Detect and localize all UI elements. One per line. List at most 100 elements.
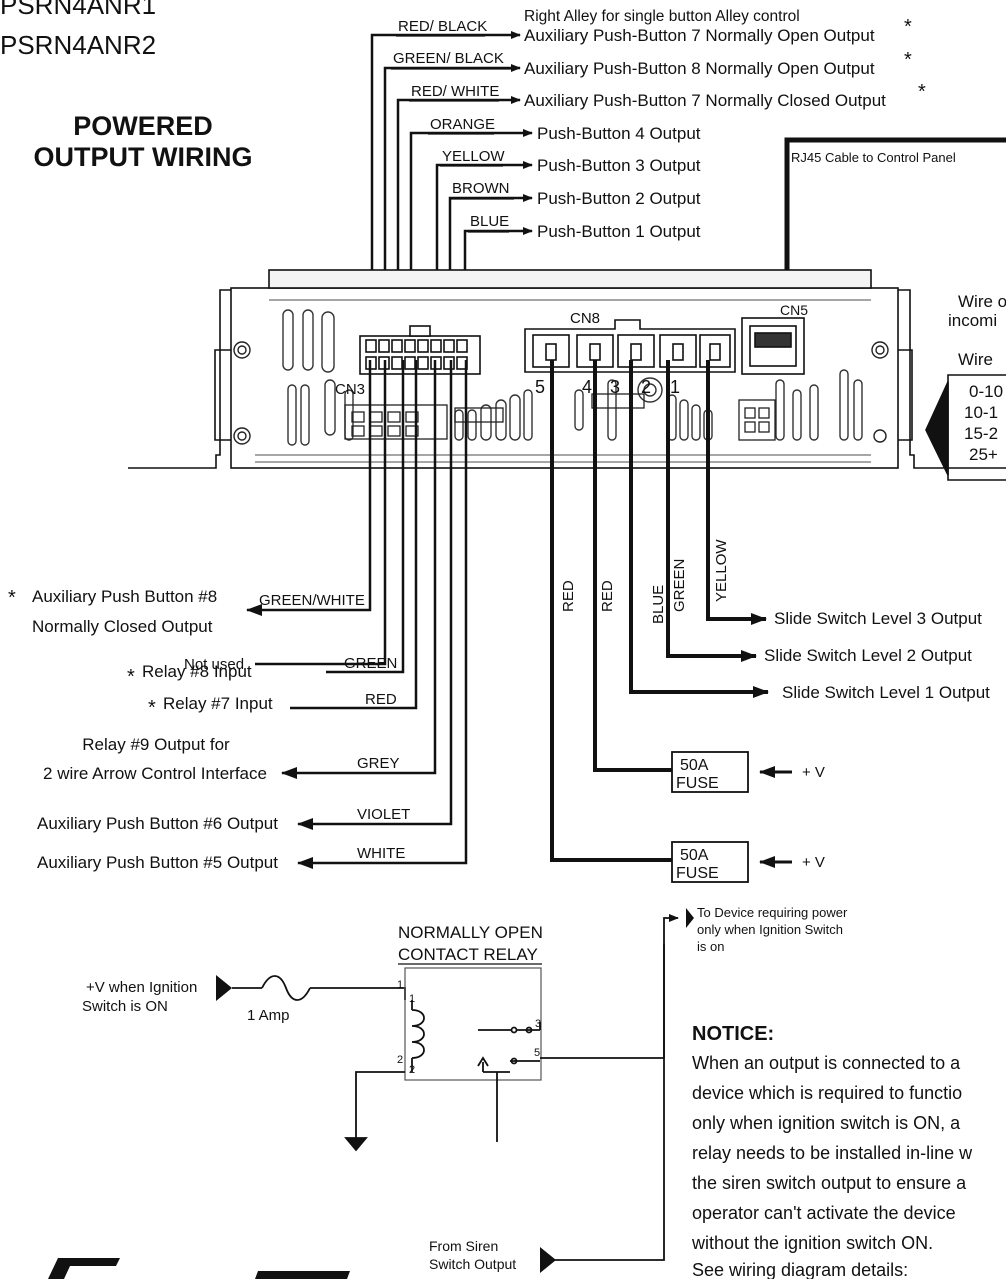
cn5-label: CN5: [780, 302, 808, 318]
cn8-wires: [550, 360, 769, 862]
cn8-pin-4: 4: [582, 377, 592, 397]
wire-label-red-white: RED/ WHITE: [411, 83, 499, 100]
wire-table-row-3: 15-2: [964, 424, 998, 443]
notice-line-7: without the ignition switch ON.: [691, 1233, 933, 1253]
wire-table-row-2: 10-1: [964, 403, 998, 422]
bottom-label-aux6: Auxiliary Push Button #6 Output: [37, 814, 278, 833]
wire-green: [326, 360, 405, 674]
wire-white: [297, 360, 468, 869]
cn8-pin-3: 3: [610, 377, 620, 397]
rj45-label: RJ45 Cable to Control Panel: [791, 150, 956, 165]
fuse-1a-icon: [261, 975, 311, 1001]
wire-grey: [281, 360, 437, 779]
right-alley-note: Right Alley for single button Alley cont…: [524, 8, 800, 25]
wire-cn8-3-blue: [629, 360, 769, 698]
device-label-3: is on: [697, 939, 724, 954]
device-label-1: To Device requiring power: [697, 905, 848, 920]
wire-cn8-1-yellow: [706, 360, 767, 625]
output-label-pb2: Push-Button 2 Output: [537, 189, 701, 208]
output-label-pb3: Push-Button 3 Output: [537, 156, 701, 175]
notice-title: NOTICE:: [692, 1023, 774, 1045]
wire-table-title-2: incomi: [948, 311, 997, 330]
from-siren-2: Switch Output: [429, 1256, 516, 1272]
wire-table-row-1: 0-10: [969, 382, 1003, 401]
bottom-label-relay9-2: 2 wire Arrow Control Interface: [43, 764, 267, 783]
slide-level1-label: Slide Switch Level 1 Output: [782, 683, 990, 702]
wire-cn8-5-red: [550, 360, 672, 862]
wire-label-cn8-3: BLUE: [650, 585, 667, 624]
wire-green-white: [246, 360, 372, 616]
wire-label-red-black: RED/ BLACK: [398, 18, 487, 35]
notice-line-6: operator can't activate the device: [692, 1203, 956, 1223]
bottom-star-relay8: *: [127, 666, 135, 688]
cn8-pin-5: 5: [535, 377, 545, 397]
fuse-2-line2: FUSE: [676, 865, 719, 882]
bottom-label-aux5: Auxiliary Push Button #5 Output: [37, 853, 278, 872]
bottom-star-aux8-nc: *: [8, 587, 16, 609]
wire-red: [290, 360, 418, 710]
wire-label-cn8-4: RED: [599, 580, 616, 612]
wire-label-green: GREEN: [344, 655, 397, 672]
wire-red-black: [370, 31, 521, 352]
relay-coil-icon: [411, 1009, 425, 1059]
auxiliary-plugs: [344, 393, 776, 441]
notice-line-1: When an output is connected to a: [692, 1053, 961, 1073]
input-arrow-icon: [216, 975, 232, 1001]
ground-icon: [344, 1137, 368, 1152]
output-star-aux8-no: *: [904, 49, 912, 71]
fuse-1-supply: + V: [802, 764, 825, 781]
fuse-50a-2: [671, 841, 749, 883]
notice-line-3: only when ignition switch is ON, a: [692, 1113, 961, 1133]
wire-label-white: WHITE: [357, 845, 405, 862]
cn8-connector: [524, 319, 736, 373]
output-label-aux8-no: Auxiliary Push-Button 8 Normally Open Ou…: [524, 59, 875, 78]
relay-title-1: NORMALLY OPEN: [398, 923, 543, 942]
output-label-pb1: Push-Button 1 Output: [537, 222, 701, 241]
wire-green-black: [383, 64, 521, 352]
relay-pin-2b: 2: [409, 1064, 415, 1076]
bottom-label-relay9-1: Relay #9 Output for: [82, 735, 230, 754]
notice-line-4: relay needs to be installed in-line w: [692, 1143, 973, 1163]
wire-label-violet: VIOLET: [357, 806, 410, 823]
wire-label-green-white: GREEN/WHITE: [259, 592, 365, 609]
table-pointer-icon: [925, 381, 949, 476]
cn5-rj45-jack: [741, 317, 805, 375]
fuse-2-line1: 50A: [680, 847, 709, 864]
wire-table-header: Wire: [958, 350, 993, 369]
page-title-line2: OUTPUT WIRING: [34, 142, 253, 172]
slide-level3-label: Slide Switch Level 3 Output: [774, 609, 982, 628]
output-star-aux7-no: *: [904, 16, 912, 38]
wire-label-cn8-5: RED: [560, 580, 577, 612]
device-arrow: [663, 914, 679, 1058]
cn3-label: CN3: [335, 381, 365, 398]
model-number-1: PSRN4ANR1: [0, 0, 156, 20]
relay-pin-5: 5: [534, 1047, 540, 1059]
cn8-pin-2: 2: [641, 377, 651, 397]
relay-pin-1b: 1: [409, 993, 415, 1005]
relay-input-1: +V when Ignition: [86, 979, 197, 996]
device-label-2: only when Ignition Switch: [697, 922, 843, 937]
output-label-aux7-no: Auxiliary Push-Button 7 Normally Open Ou…: [524, 26, 875, 45]
wire-label-blue: BLUE: [470, 213, 509, 230]
output-label-aux7-nc: Auxiliary Push-Button 7 Normally Closed …: [524, 91, 886, 110]
notice-line-5: the siren switch output to ensure a: [692, 1173, 967, 1193]
relay-pin-2a: 2: [397, 1054, 403, 1066]
wire-label-cn8-2: GREEN: [671, 559, 688, 612]
wire-table-title-1: Wire o: [958, 292, 1006, 311]
bottom-label-aux8-nc-1: Auxiliary Push Button #8: [32, 587, 217, 606]
output-label-pb4: Push-Button 4 Output: [537, 124, 701, 143]
wire-label-grey: GREY: [357, 755, 400, 772]
wire-label-cn8-1: YELLOW: [713, 539, 730, 602]
from-arrow-icon: [540, 1247, 556, 1273]
wire-cn8-4-red: [593, 360, 672, 772]
control-unit: [128, 269, 1006, 469]
fuse-2-supply: + V: [802, 854, 825, 871]
model-number-2: PSRN4ANR2: [0, 30, 156, 60]
wire-violet: [297, 360, 453, 830]
bottom-label-aux8-nc-2: Normally Closed Output: [32, 617, 213, 636]
brand-logo-fragment: [48, 1258, 120, 1279]
bottom-label-not-used: Not used: [184, 656, 244, 673]
slide-level2-label: Slide Switch Level 2 Output: [764, 646, 972, 665]
wire-cn8-2-green: [666, 360, 757, 662]
fuse-1-line1: 50A: [680, 757, 709, 774]
